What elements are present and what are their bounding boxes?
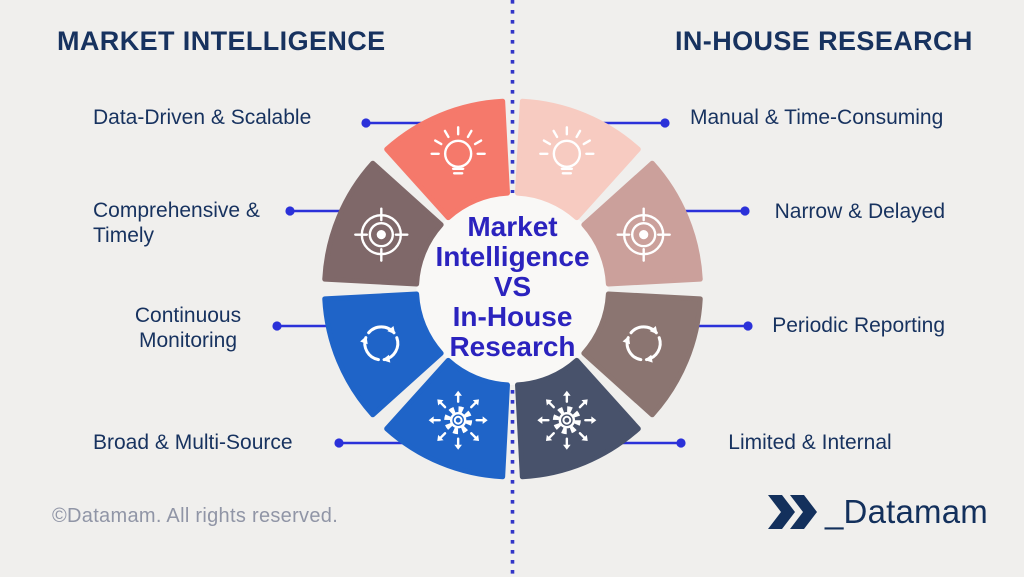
center-title-line: In-House [452,301,573,332]
datamam-logo-chevrons-icon [768,495,817,529]
target-icon [616,207,671,262]
refresh-icon [622,325,662,363]
donut-segment [581,291,703,418]
center-title-line: Research [449,331,576,362]
donut-segment [515,357,641,480]
label-narrow-delayed: Narrow & Delayed [774,200,945,223]
center-title-line: VS [493,271,532,302]
connector-dot [743,321,753,331]
label-continuous-monitoring: Continuous Monitoring [134,304,242,352]
label-data-driven-scalable: Data-Driven & Scalable [93,106,312,129]
refresh-icon [360,325,400,363]
label-periodic-reporting: Periodic Reporting [772,314,945,337]
datamam-logo: _Datamam [768,493,988,531]
lightbulb-icon [539,126,595,175]
label-manual-time-consuming: Manual & Time-Consuming [690,106,944,129]
connector-dot [676,438,686,448]
connector-dot [361,118,371,128]
gear-arrows-icon [428,390,488,450]
label-broad-multi-source: Broad & Multi-Source [93,431,293,454]
connector-dot [334,438,344,448]
donut-center-title: Market Intelligence VS In-House Research [402,212,623,362]
connector-dot [740,206,750,216]
center-title-line: Intelligence [435,241,590,272]
donut-hole [416,193,609,385]
center-title-line: Market [467,211,558,242]
lightbulb-icon [430,126,486,175]
connector-dot [660,118,670,128]
gear-arrows-icon [537,390,597,450]
copyright-text: ©Datamam. All rights reserved. [52,505,339,527]
left-column-title: MARKET INTELLIGENCE [57,26,386,56]
label-comprehensive-timely: Comprehensive & Timely [93,199,260,247]
datamam-logo-text: _Datamam [825,493,988,530]
target-icon [354,207,409,262]
connector-dot [272,321,282,331]
connector-dot [285,206,295,216]
right-column-title: IN-HOUSE RESEARCH [675,26,973,56]
donut-segment [322,291,444,418]
label-limited-internal: Limited & Internal [728,431,892,454]
